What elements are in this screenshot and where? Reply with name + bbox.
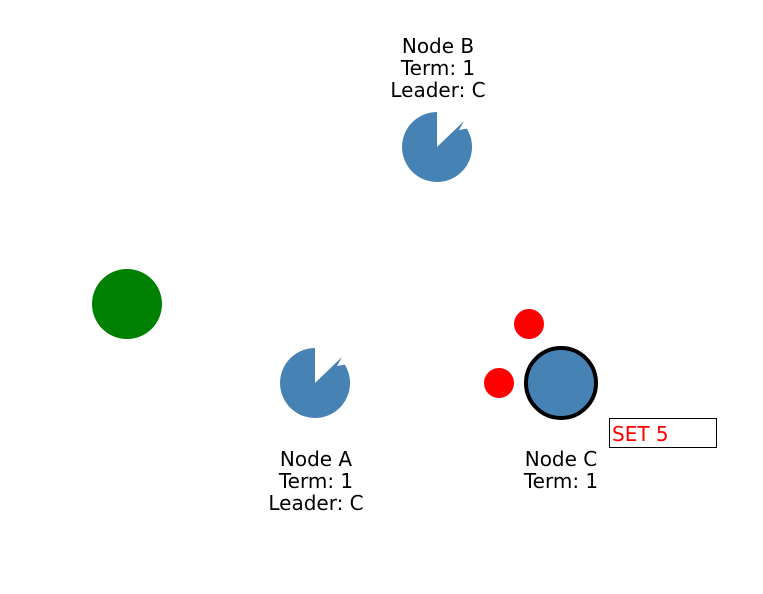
node-a-circle[interactable] bbox=[280, 348, 351, 418]
node-b-term: Term: 1 bbox=[400, 56, 475, 80]
node-b-circle[interactable] bbox=[402, 112, 473, 182]
command-input-value: SET 5 bbox=[612, 422, 669, 446]
message-dot bbox=[484, 368, 514, 398]
node-c-circle[interactable] bbox=[524, 346, 598, 420]
command-input[interactable]: SET 5 bbox=[609, 418, 717, 448]
message-dot bbox=[514, 309, 544, 339]
node-a-term: Term: 1 bbox=[278, 469, 353, 493]
node-b[interactable]: Node B Term: 1 Leader: C bbox=[390, 34, 486, 182]
node-a-name: Node A bbox=[280, 447, 353, 471]
node-c-name: Node C bbox=[525, 447, 598, 471]
node-a-leader: Leader: C bbox=[268, 491, 363, 515]
node-c-term: Term: 1 bbox=[523, 469, 598, 493]
node-b-name: Node B bbox=[402, 34, 474, 58]
node-a[interactable]: Node A Term: 1 Leader: C bbox=[268, 348, 364, 515]
command-input-box[interactable] bbox=[609, 418, 717, 448]
node-b-leader: Leader: C bbox=[390, 78, 485, 102]
client-circle[interactable] bbox=[92, 269, 162, 339]
node-c[interactable]: Node C Term: 1 bbox=[523, 346, 598, 493]
